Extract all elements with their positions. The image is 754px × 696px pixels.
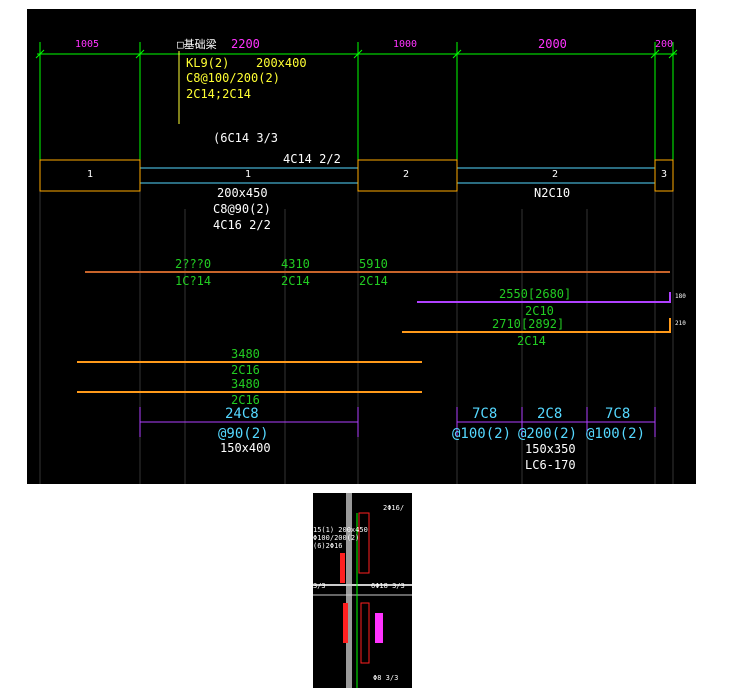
stirrup-r-sp2: @200(2) — [518, 426, 578, 442]
span-2-label: 2 — [552, 169, 559, 180]
beam-top-bars: 4C14 2/2 — [283, 152, 341, 166]
support-3-label: 3 — [661, 169, 668, 180]
span2-bars: N2C10 — [534, 186, 571, 200]
beam-prefix: □基础梁 — [177, 38, 217, 51]
dim-200: 200 — [655, 39, 674, 50]
thumbnail-lines — [313, 493, 412, 688]
stirrup-r2: 2C8 — [537, 406, 563, 422]
rebar-orange-bar: 2C14 — [517, 334, 546, 348]
cad-lines — [35, 42, 678, 484]
stirrup-r3: 7C8 — [605, 406, 631, 422]
support-3 — [654, 159, 674, 192]
rebar-l2-bar: 2C16 — [231, 393, 260, 407]
support-2-label: 2 — [403, 169, 410, 180]
thumb-text-5: 3/3 — [313, 582, 326, 590]
beam-stirrup: C8@100/200(2) — [186, 71, 280, 85]
rebar-purple-bar: 2C10 — [525, 304, 554, 318]
rebar-a1: 2???0 — [175, 257, 212, 271]
span1-bars: 4C16 2/2 — [213, 218, 271, 232]
rebar-purple-tail: 180 — [675, 293, 686, 300]
span1-stirrup: C8@90(2) — [213, 202, 271, 216]
span1-size: 200x450 — [217, 186, 268, 200]
stirrup-size: 150x400 — [220, 441, 271, 455]
beam-longbars: 2C14;2C14 — [186, 87, 252, 101]
beam-size: 200x400 — [256, 56, 307, 70]
rebar-purple-len: 2550[2680] — [499, 287, 572, 301]
rebar-b1: 1C?14 — [175, 274, 212, 288]
support-2 — [357, 159, 458, 192]
thumb-text-2: 15(1) 200x450 — [313, 526, 368, 534]
rebar-orange-len: 2710[2892] — [492, 317, 565, 331]
support-1-label: 1 — [87, 169, 94, 180]
beam-extra: (6C14 3/3 — [213, 131, 279, 145]
rebar-a2: 4310 — [281, 257, 310, 271]
dim-2200: 2200 — [231, 37, 260, 51]
stirrup-r-sp3: @100(2) — [586, 426, 646, 442]
rebar-orange-tail: 210 — [675, 320, 686, 327]
cad-drawing[interactable]: 1005 2200 1000 2000 200 □基础梁 KL9(2) 200x… — [27, 9, 696, 484]
rebar-purple — [417, 292, 671, 303]
stirrup-r1: 7C8 — [472, 406, 498, 422]
thumb-text-4: (6)2Φ16 — [313, 542, 343, 550]
thumb-text-3: Φ100/200(2) — [313, 534, 360, 542]
stirrup-r-code: LC6-170 — [525, 458, 576, 472]
support-1 — [39, 159, 141, 192]
dimension-line — [35, 42, 678, 169]
rebar-a3: 5910 — [359, 257, 388, 271]
beam-name: KL9(2) — [186, 56, 230, 70]
dim-2000: 2000 — [538, 37, 567, 51]
thumb-text-6: 6Φ18 3/3 — [371, 582, 405, 590]
drawing-thumbnail[interactable]: 2Φ16/ 15(1) 200x450 Φ100/200(2) (6)2Φ16 … — [313, 493, 412, 688]
dim-1005: 1005 — [75, 39, 100, 50]
rebar-l2-len: 3480 — [231, 377, 260, 391]
stirrup-r-size: 150x350 — [525, 442, 576, 456]
stirrup-count: 24C8 — [225, 406, 259, 422]
rebar-b2: 2C14 — [281, 274, 310, 288]
stirrup-r-sp1: @100(2) — [452, 426, 512, 442]
thumb-text-1: 2Φ16/ — [383, 504, 405, 512]
dim-1000: 1000 — [393, 39, 418, 50]
stirrup-spacing: @90(2) — [218, 426, 269, 442]
rebar-orange — [402, 318, 671, 333]
rebar-l1-len: 3480 — [231, 347, 260, 361]
span-1-label: 1 — [245, 169, 252, 180]
thumb-text-7: Φ8 3/3 — [373, 674, 399, 682]
rebar-l1-bar: 2C16 — [231, 363, 260, 377]
rebar-b3: 2C14 — [359, 274, 388, 288]
